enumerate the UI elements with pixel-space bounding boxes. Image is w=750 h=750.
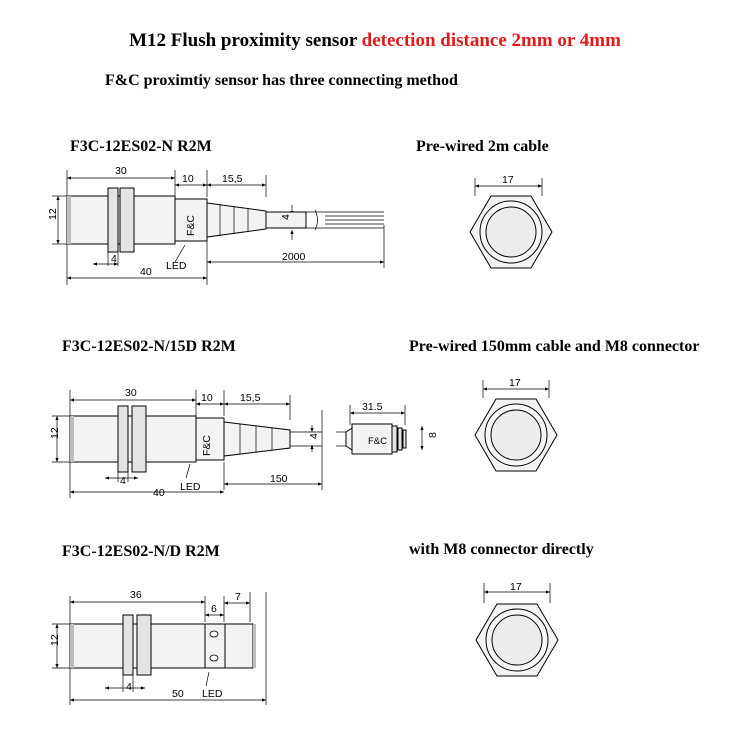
page-title: M12 Flush proximity sensor detection dis… bbox=[0, 30, 750, 52]
connector-brand-mark: F&C bbox=[368, 436, 387, 447]
dim-diameter-3: 12 bbox=[49, 634, 61, 646]
model-label-1: F3C-12ES02-N R2M bbox=[70, 138, 212, 155]
dim-total-1: 40 bbox=[140, 266, 152, 278]
dim-cable-gland-2: 15,5 bbox=[240, 392, 261, 404]
page-subtitle: F&C proximtiy sensor has three connectin… bbox=[105, 72, 458, 89]
model-label-3: F3C-12ES02-N/D R2M bbox=[62, 543, 220, 560]
dim-connector-width: 7 bbox=[235, 591, 241, 603]
dim-nut-width-3: 4 bbox=[126, 681, 132, 693]
method-label-1: Pre-wired 2m cable bbox=[416, 138, 549, 155]
dim-hex-2: 17 bbox=[509, 377, 521, 389]
dim-cable-length-1: 2000 bbox=[282, 251, 306, 263]
dim-cable-gland-1: 15,5 bbox=[222, 173, 243, 185]
dim-diameter-2: 12 bbox=[49, 427, 61, 439]
brand-mark-1: F&C bbox=[185, 215, 197, 236]
title-highlight: detection distance 2mm or 4mm bbox=[361, 30, 621, 51]
led-label-3: LED bbox=[202, 688, 223, 700]
sensor-drawing-3: 36 6 7 12 4 50 LED bbox=[49, 589, 267, 705]
hex-nut-top-view-1: 17 bbox=[469, 174, 553, 269]
dim-connector-length: 31.5 bbox=[362, 401, 383, 413]
dim-total-2: 40 bbox=[153, 487, 165, 499]
dim-diameter-1: 12 bbox=[47, 208, 59, 220]
dim-cable-dia-2: 4 bbox=[308, 433, 320, 439]
brand-mark-2: F&C bbox=[201, 435, 213, 456]
dim-hex-3: 17 bbox=[510, 581, 522, 593]
dim-total-3: 50 bbox=[172, 688, 184, 700]
dim-body-length-3: 36 bbox=[130, 589, 142, 601]
dim-body-length-1: 30 bbox=[115, 165, 127, 177]
title-main: M12 Flush proximity sensor bbox=[129, 30, 362, 51]
dim-nut-width-1: 4 bbox=[111, 253, 117, 265]
dim-hex-1: 17 bbox=[502, 174, 514, 186]
dim-nut-gap-1: 10 bbox=[182, 173, 194, 185]
hex-nut-top-view-2: 17 bbox=[474, 377, 558, 472]
dim-led-width: 6 bbox=[211, 603, 217, 615]
sensor-drawing-1: 30 10 15,5 12 4 4 40 2000 F&C LED bbox=[47, 165, 385, 285]
led-label-2: LED bbox=[180, 481, 201, 493]
dim-nut-width-2: 4 bbox=[120, 475, 126, 487]
dim-nut-gap-2: 10 bbox=[201, 392, 213, 404]
dim-cable-dia-1: 4 bbox=[280, 214, 292, 220]
dim-cable-length-2: 150 bbox=[270, 473, 288, 485]
method-label-2: Pre-wired 150mm cable and M8 connector bbox=[409, 338, 700, 355]
dim-body-length-2: 30 bbox=[125, 387, 137, 399]
dim-connector-dia: 8 bbox=[427, 432, 439, 438]
model-label-2: F3C-12ES02-N/15D R2M bbox=[62, 338, 236, 355]
method-label-3: with M8 connector directly bbox=[409, 541, 594, 558]
led-label-1: LED bbox=[166, 260, 187, 272]
hex-nut-top-view-3: 17 bbox=[475, 581, 559, 677]
sensor-drawing-2: 30 10 15,5 12 4 4 40 150 31.5 8 F&C F&C … bbox=[49, 387, 439, 499]
